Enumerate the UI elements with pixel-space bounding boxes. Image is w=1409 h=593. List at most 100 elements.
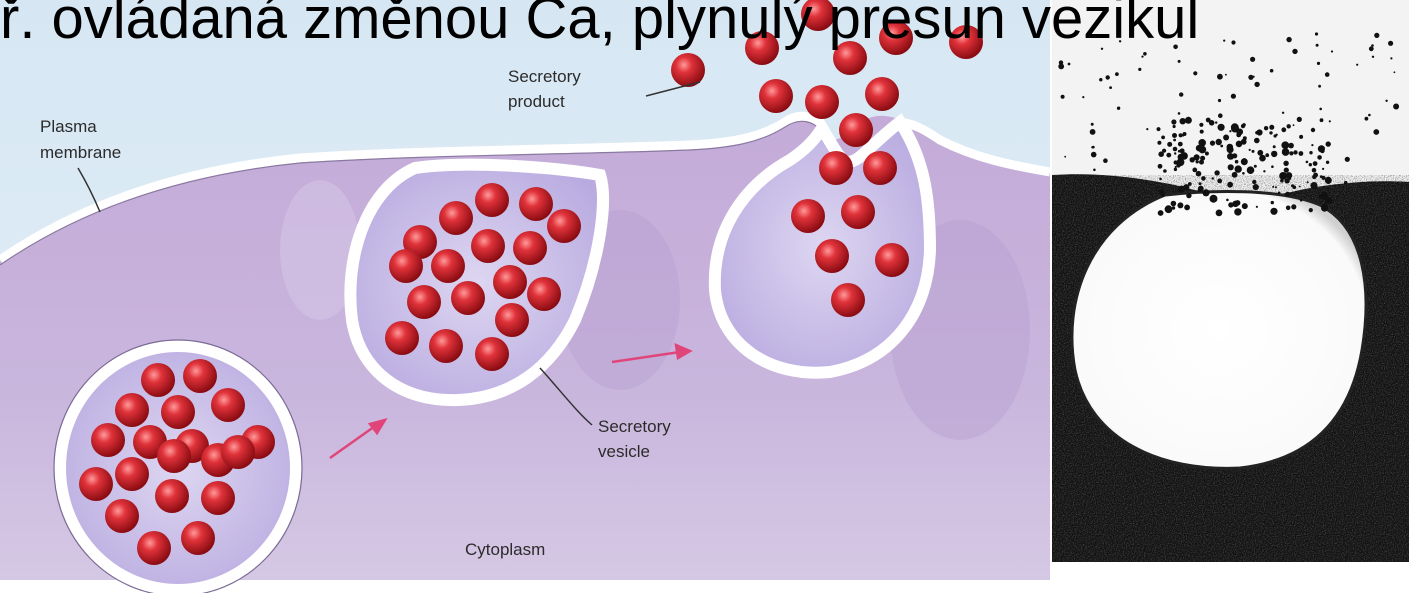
particle bbox=[1210, 195, 1218, 203]
particle bbox=[1374, 33, 1379, 38]
particle bbox=[1317, 62, 1320, 65]
particle bbox=[1310, 182, 1317, 189]
particle bbox=[1287, 124, 1291, 128]
label-secretory-product-line1: Secretory bbox=[508, 67, 581, 86]
particle bbox=[1254, 82, 1259, 87]
particle bbox=[1212, 177, 1214, 179]
granule bbox=[385, 321, 419, 355]
particle bbox=[1368, 114, 1371, 117]
particle bbox=[1115, 72, 1119, 76]
particle bbox=[1205, 152, 1209, 156]
particle bbox=[1313, 173, 1318, 178]
particle bbox=[1161, 136, 1165, 140]
particle bbox=[1257, 150, 1263, 156]
particle bbox=[1099, 78, 1102, 81]
particle bbox=[1293, 124, 1295, 126]
particle bbox=[1210, 141, 1215, 146]
slide-title: ř. ovládaná změnou Ca, plynulý presun ve… bbox=[0, 0, 1199, 51]
particle bbox=[1371, 44, 1374, 47]
particle bbox=[1158, 210, 1164, 216]
particle bbox=[1223, 135, 1229, 141]
granule bbox=[407, 285, 441, 319]
particle bbox=[1235, 165, 1242, 172]
particle bbox=[1286, 37, 1291, 42]
particle bbox=[1316, 44, 1319, 47]
particle bbox=[1393, 104, 1399, 110]
particle bbox=[1252, 150, 1255, 153]
particle bbox=[1285, 192, 1290, 197]
granule bbox=[105, 499, 139, 533]
particle bbox=[1388, 41, 1393, 46]
granule bbox=[161, 395, 195, 429]
particle bbox=[1254, 138, 1260, 144]
particle bbox=[1309, 208, 1313, 212]
granule bbox=[155, 479, 189, 513]
granule bbox=[451, 281, 485, 315]
particle bbox=[1254, 165, 1257, 168]
particle bbox=[1061, 95, 1065, 99]
particle bbox=[1103, 158, 1108, 163]
electron-micrograph bbox=[1052, 0, 1409, 562]
particle bbox=[1291, 204, 1296, 209]
particle bbox=[1174, 168, 1177, 171]
particle bbox=[1197, 156, 1199, 158]
granule bbox=[875, 243, 909, 277]
particle bbox=[1186, 193, 1191, 198]
granule bbox=[137, 531, 171, 565]
particle bbox=[1344, 181, 1347, 184]
granule bbox=[79, 467, 113, 501]
particle bbox=[1184, 205, 1190, 211]
particle bbox=[1269, 125, 1274, 130]
granule bbox=[519, 187, 553, 221]
granule bbox=[865, 77, 899, 111]
particle bbox=[1178, 112, 1181, 115]
label-plasma-membrane-line2: membrane bbox=[40, 143, 121, 162]
particle bbox=[1091, 152, 1097, 158]
particle bbox=[1217, 74, 1223, 80]
granule bbox=[475, 183, 509, 217]
particle bbox=[1315, 32, 1318, 35]
particle bbox=[1091, 123, 1094, 126]
particle bbox=[1322, 168, 1324, 170]
particle bbox=[1058, 64, 1064, 70]
particle bbox=[1284, 168, 1289, 173]
particle bbox=[1228, 202, 1233, 207]
particle bbox=[1173, 139, 1176, 142]
particle bbox=[1172, 133, 1177, 138]
particle bbox=[1159, 178, 1162, 181]
particle bbox=[1106, 75, 1110, 79]
granule bbox=[805, 85, 839, 119]
particle bbox=[1291, 184, 1294, 187]
particle bbox=[1271, 165, 1274, 168]
particle bbox=[1196, 160, 1199, 163]
particle bbox=[1299, 135, 1303, 139]
particle bbox=[1270, 208, 1277, 215]
granule bbox=[759, 79, 793, 113]
particle bbox=[1200, 156, 1205, 161]
particle bbox=[1228, 164, 1234, 170]
particle bbox=[1289, 178, 1291, 180]
particle bbox=[1242, 203, 1248, 209]
particle bbox=[1299, 186, 1301, 188]
particle bbox=[1109, 86, 1112, 89]
particle bbox=[1242, 160, 1247, 165]
particle bbox=[1141, 56, 1143, 58]
illustration-panel: Plasma membrane Secretory product Secret… bbox=[0, 0, 1050, 593]
particle bbox=[1236, 141, 1243, 148]
label-plasma-membrane-line1: Plasma bbox=[40, 117, 97, 136]
particle bbox=[1325, 72, 1330, 77]
particle bbox=[1311, 144, 1313, 146]
particle bbox=[1243, 136, 1247, 140]
particle bbox=[1247, 166, 1255, 174]
particle bbox=[1230, 156, 1233, 159]
particle bbox=[1272, 186, 1274, 188]
particle bbox=[1199, 123, 1203, 127]
particle bbox=[1390, 57, 1392, 59]
granule bbox=[841, 195, 875, 229]
particle bbox=[1174, 160, 1178, 164]
label-cytoplasm: Cytoplasm bbox=[465, 540, 545, 559]
particle bbox=[1297, 117, 1302, 122]
particle bbox=[1143, 52, 1147, 56]
particle bbox=[1356, 64, 1358, 66]
